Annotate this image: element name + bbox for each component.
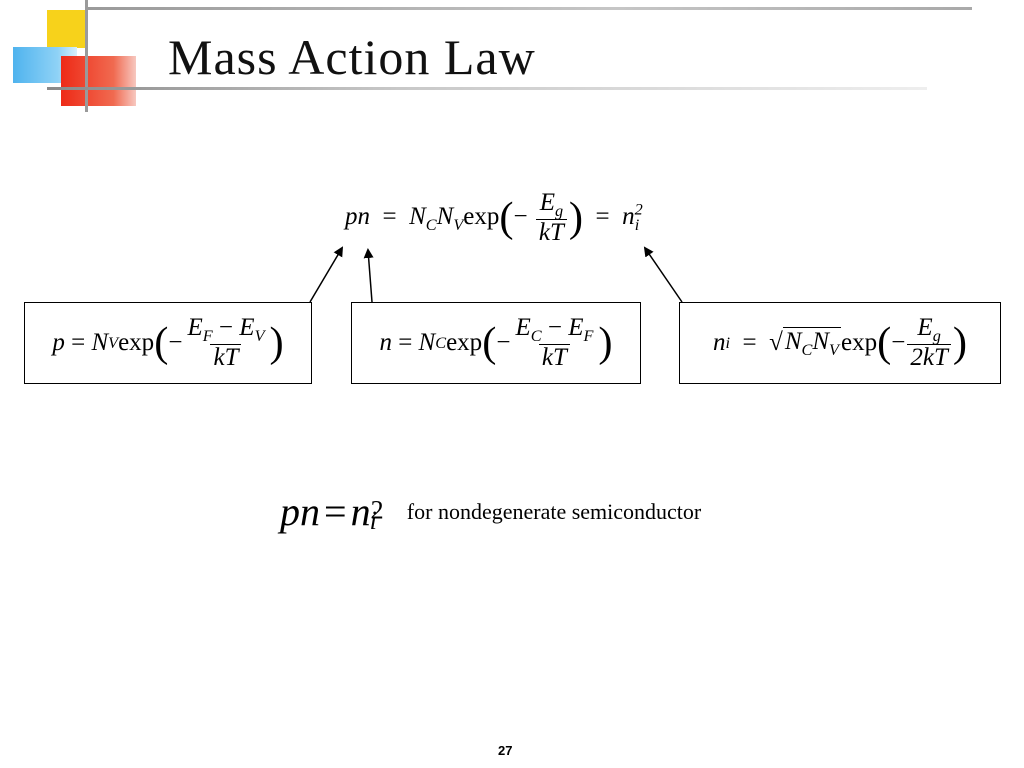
law-rhs: n [350,489,371,534]
main-equation: pn = NCNVexp(− Eg kT ) = n2i [345,189,643,247]
p-num-a-sub: F [202,326,213,345]
arrow-ni [643,246,683,303]
n-num-a-sub: C [530,326,542,345]
n-coef: N [418,329,436,356]
ni-num: E [917,313,933,341]
n-minus: − [496,329,511,356]
arrow-p [309,246,344,303]
ni-exp: exp [840,329,878,356]
ni-root: NCNV [782,326,841,360]
ni-den: 2kT [907,344,951,371]
ni-lhs: n [712,329,726,356]
p-minus: − [168,329,183,356]
main-lhs: pn [345,202,370,230]
main-nv-sub: V [453,215,464,234]
mass-action-law-statement: pn = n2i for nondegenerate semiconductor [280,488,701,536]
header-vertical-rule [85,0,88,112]
n-coef-sub: C [435,333,447,352]
p-den: kT [210,344,242,371]
slide-title: Mass Action Law [168,29,536,85]
law-lhs: pn [280,489,320,534]
n-num-op: − [547,313,562,341]
main-minus: − [513,202,528,230]
n-num-b: E [568,313,584,341]
n-fraction: EC − EF kT [512,315,596,372]
n-equals: = [398,329,413,356]
main-nc: N [409,202,426,230]
p-coef: N [91,329,109,356]
main-frac-num: E [539,189,555,216]
ni-equals: = [742,329,757,356]
logo-red-square [61,56,136,106]
ni-num-sub: g [932,326,941,345]
p-num-b-sub: V [254,326,265,345]
p-lhs: p [52,329,65,356]
arrow-n [363,248,374,303]
main-rhs: n [622,202,635,230]
n-lhs: n [379,329,392,356]
main-nc-sub: C [425,215,437,234]
main-rhs-sup: 2 [634,200,643,219]
page-number: 27 [498,743,513,758]
slide-logo [0,0,160,120]
main-nv: N [436,202,454,230]
ni-root-a-sub: C [801,340,813,359]
main-equals-2: = [595,202,610,230]
ni-lhs-sub: i [725,333,730,352]
p-num-b: E [239,313,255,341]
logo-yellow-square [47,10,85,48]
law-note: for nondegenerate semiconductor [406,499,702,524]
p-exp: exp [118,329,155,356]
law-rhs-sub: i [369,506,377,536]
p-coef-sub: V [108,333,119,352]
p-num-op: − [218,313,234,341]
law-equals: = [324,489,347,534]
header-bottom-rule [47,87,927,90]
p-fraction: EF − EV kT [184,315,267,372]
ni-minus: − [891,329,906,356]
sqrt-icon: √ [769,329,783,356]
ni-root-b-sub: V [829,340,839,359]
header-top-rule [85,7,972,10]
ni-root-a: N [784,327,802,355]
n-num-a: E [515,313,531,341]
ni-root-b: N [812,327,830,355]
n-den: kT [538,344,570,371]
n-exp: exp [446,329,483,356]
main-fraction: Eg kT [535,189,567,247]
p-num-a: E [187,313,203,341]
p-equals: = [71,329,86,356]
main-rhs-sub: i [634,215,640,234]
n-num-b-sub: F [583,326,594,345]
main-frac-num-sub: g [554,202,564,220]
main-frac-den: kT [535,219,567,246]
main-exp: exp [463,202,500,230]
main-equals-1: = [382,202,397,230]
ni-fraction: Eg 2kT [907,315,951,372]
